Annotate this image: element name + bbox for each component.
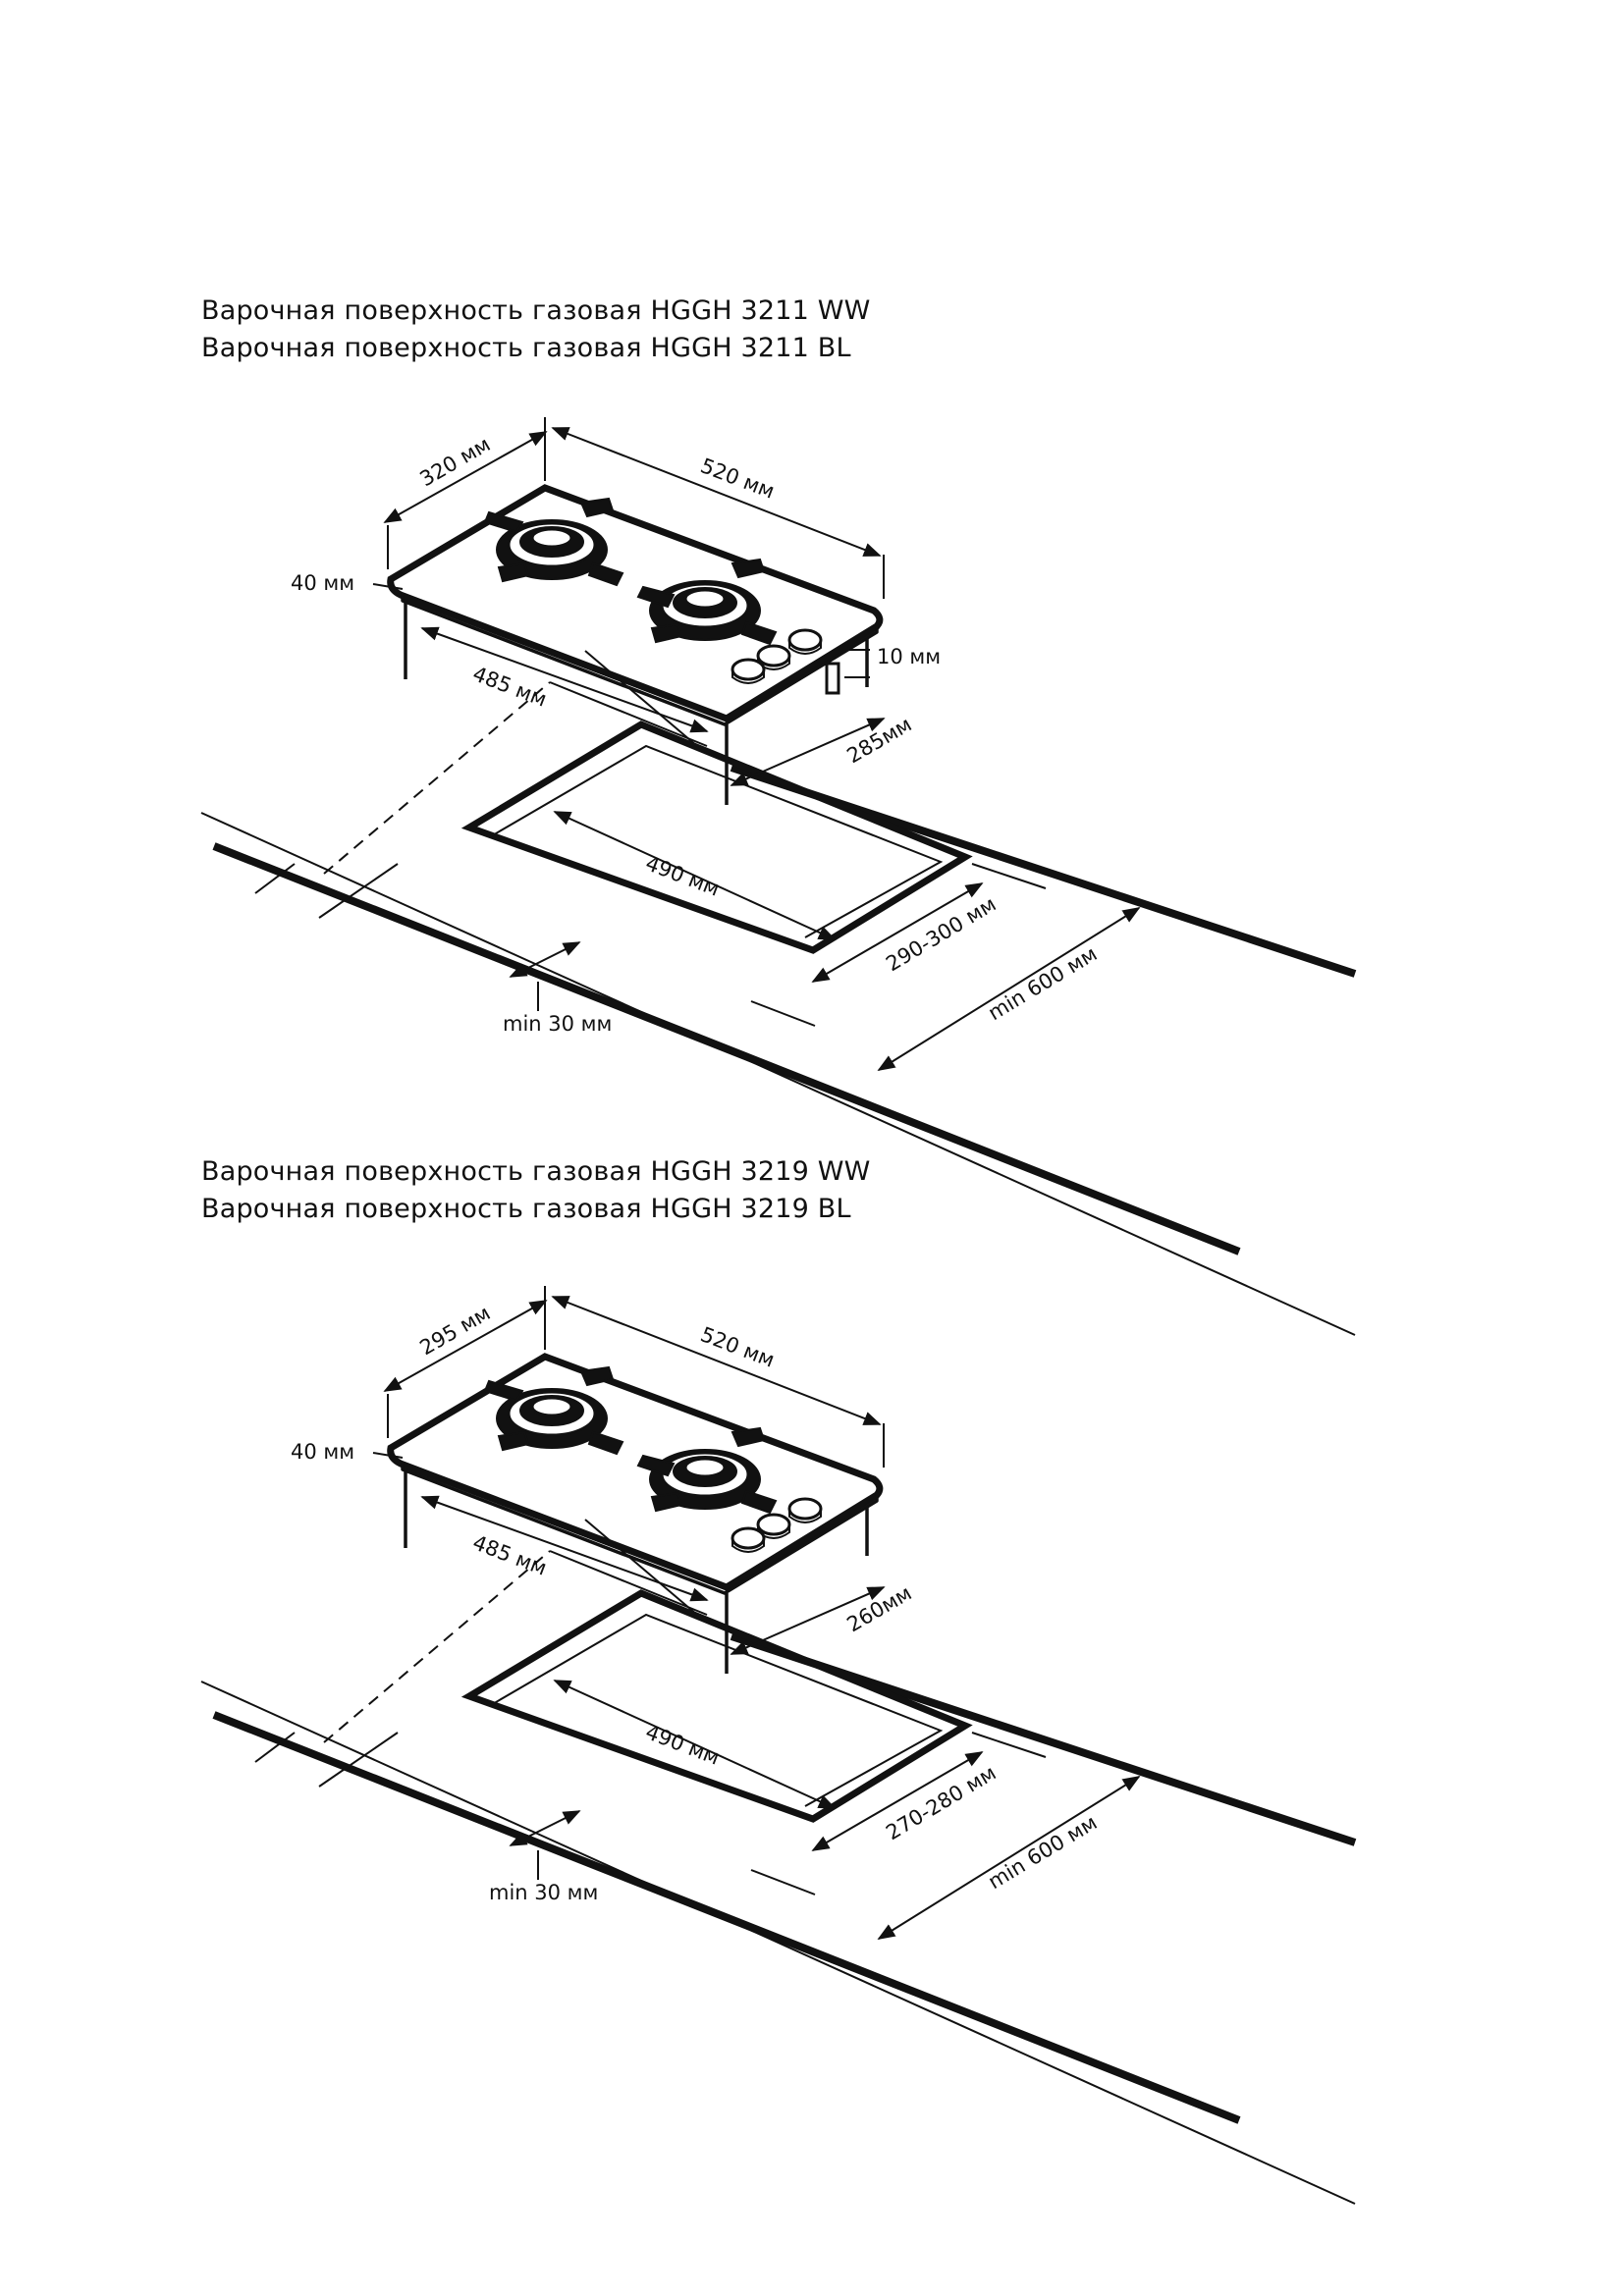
- model-title-3219-ww: Варочная поверхность газовая HGGH 3219 W…: [201, 1156, 871, 1187]
- label-height: 40 мм: [291, 571, 354, 595]
- label-cutout-depth: 270-280 мм: [882, 1761, 1000, 1845]
- model-title-3211-ww: Варочная поверхность газовая HGGH 3211 W…: [201, 295, 871, 326]
- label-height: 40 мм: [291, 1440, 354, 1464]
- label-width: 520 мм: [697, 1322, 778, 1372]
- label-edge: min 30 мм: [489, 1881, 598, 1904]
- label-width: 520 мм: [697, 454, 778, 504]
- label-cutout-depth: 290-300 мм: [882, 892, 1000, 977]
- label-edge: min 30 мм: [503, 1012, 612, 1036]
- title-block-3219: Варочная поверхность газовая HGGH 3219 W…: [201, 1153, 871, 1228]
- label-counter-depth: min 600 мм: [984, 1810, 1101, 1894]
- label-counter-depth: min 600 мм: [984, 941, 1101, 1025]
- knob-height-detail: [825, 649, 870, 695]
- model-title-3211-bl: Варочная поверхность газовая HGGH 3211 B…: [201, 333, 851, 363]
- label-knob-height: 10 мм: [877, 645, 941, 668]
- title-block-3211: Варочная поверхность газовая HGGH 3211 W…: [201, 293, 871, 367]
- model-title-3219-bl: Варочная поверхность газовая HGGH 3219 B…: [201, 1194, 851, 1224]
